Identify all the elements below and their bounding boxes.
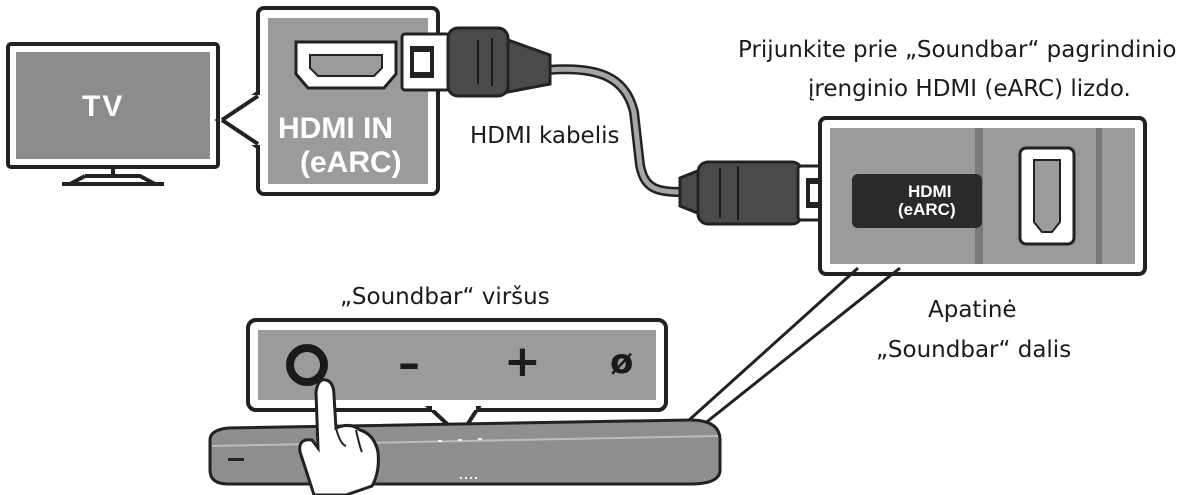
power-button-icon[interactable]	[286, 344, 328, 386]
soundbar-earc-label: (eARC)	[898, 200, 956, 219]
volume-down-icon[interactable]: –	[398, 338, 420, 389]
tv-hdmi-in-label: HDMI IN	[278, 112, 393, 145]
soundbar-illustration	[208, 418, 722, 486]
cable-label: HDMI kabelis	[470, 123, 620, 149]
hdmi-plug-left-icon	[400, 26, 552, 98]
hdmi-cable-illustration	[400, 26, 840, 226]
tv-hdmi-port-icon	[294, 40, 398, 90]
tv-illustration	[6, 42, 264, 186]
hdmi-plug-right-icon	[678, 160, 840, 226]
bottom-caption-line-1: Apatinė	[928, 297, 1017, 323]
top-caption: „Soundbar“ viršus	[340, 284, 550, 310]
soundbar-hdmi-port-icon	[1018, 146, 1076, 246]
instruction-line-2: įrenginio HDMI (eARC) lizdo.	[808, 76, 1131, 102]
pointing-hand-icon	[298, 378, 380, 495]
soundbar-hdmi-label: HDMI	[908, 182, 952, 201]
tv-earc-label: (eARC)	[300, 146, 402, 179]
soundbar-top-callout	[246, 318, 668, 440]
tv-hdmi-callout	[220, 6, 440, 196]
mic-off-icon[interactable]: ø	[610, 342, 634, 382]
tv-label: TV	[82, 90, 125, 123]
volume-up-icon[interactable]: +	[504, 336, 541, 387]
soundbar-bottom-callout	[676, 116, 1147, 442]
bottom-caption-line-2: „Soundbar“ dalis	[876, 337, 1072, 363]
instruction-line-1: Prijunkite prie „Soundbar“ pagrindinio	[738, 37, 1177, 63]
